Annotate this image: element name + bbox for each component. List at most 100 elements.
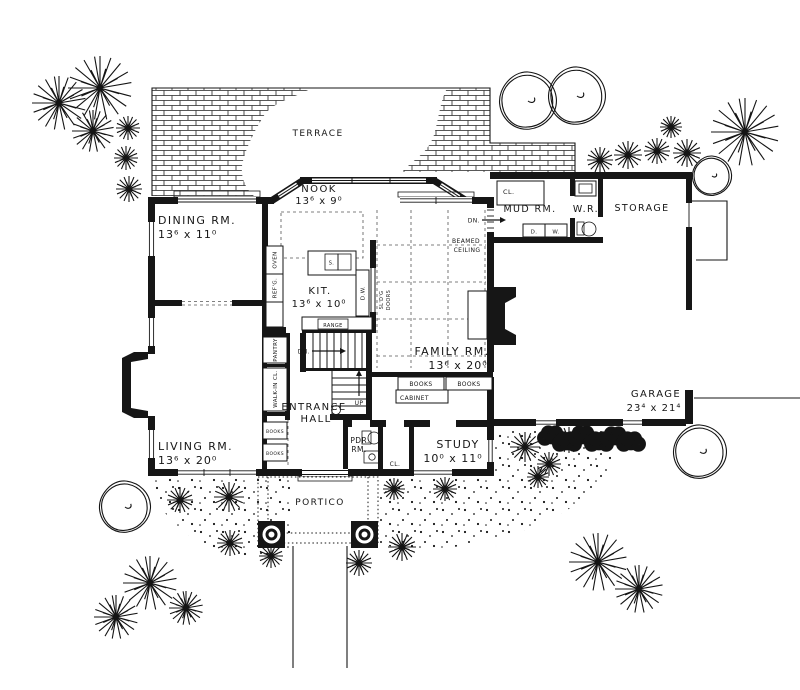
walk-in-closet-label: WALK-IN CL.: [273, 370, 279, 408]
family-fireplace: [487, 287, 516, 345]
cabinet-label: CABINET: [400, 395, 429, 402]
dishwasher: [355, 269, 370, 317]
study-front-window: [414, 469, 452, 476]
powder-room-fixtures: [361, 430, 381, 464]
mudroom-door: [487, 209, 494, 229]
study-size: 10⁰ x 11⁰: [423, 452, 482, 465]
mudroom-down-arrow: [482, 217, 506, 223]
study-label: STUDY: [436, 438, 479, 451]
mudroom-fixtures: [496, 180, 597, 238]
mud-closet: [496, 180, 545, 206]
bush-icon: [660, 116, 682, 138]
bush-icon: [673, 139, 701, 167]
dining-west-window: [147, 222, 156, 256]
windows-doors: [147, 190, 692, 476]
bookcase: [262, 421, 288, 440]
landscaping: [32, 56, 778, 639]
dining-size: 13⁶ x 11⁰: [158, 228, 217, 241]
groundcover-right: [380, 427, 612, 549]
portico-column: [258, 521, 285, 548]
storage-label: STORAGE: [614, 203, 669, 214]
tree-icon: [32, 76, 85, 129]
toilet: [367, 431, 381, 445]
dining-window: [178, 197, 256, 204]
tree-icon: [711, 98, 778, 165]
living-label: LIVING RM.: [158, 440, 233, 453]
walk-in-closet: [262, 367, 288, 412]
dining-label: DINING RM.: [158, 214, 236, 227]
dining-living-opening: [182, 301, 232, 306]
bush-icon: [167, 487, 193, 513]
down-arrow-icon: [340, 348, 346, 354]
books-label: BOOKS: [457, 381, 480, 388]
pdr-label-2: RM.: [351, 445, 366, 454]
family-window: [400, 197, 472, 204]
bookshelf: [445, 376, 493, 391]
pantry-closet: [262, 336, 288, 364]
kitchen-cabinet: [265, 301, 284, 328]
books-label: BOOKS: [409, 381, 432, 388]
range-label: RANGE: [323, 323, 342, 329]
bush-icon: [346, 550, 372, 576]
bush-icon: [644, 138, 670, 164]
tree-icon: [123, 556, 176, 609]
living-size: 13⁶ x 20⁰: [158, 454, 217, 467]
tree-icon: [549, 67, 606, 124]
toilet-tank: [361, 430, 372, 445]
wr-sink: [578, 183, 593, 194]
garage-size: 23⁴ x 21⁴: [627, 403, 682, 414]
nook-size: 13⁶ x 9⁰: [295, 196, 342, 207]
front-door: [302, 469, 348, 476]
beamed-note: BEAMED: [452, 238, 480, 245]
cabinet: [395, 389, 449, 404]
refrigerator-label: REF'G.: [273, 278, 279, 298]
sink: [363, 450, 381, 464]
garage-window: [536, 420, 642, 425]
shrub-icon: [620, 436, 641, 448]
tree-icon: [673, 425, 726, 478]
wr-vanity: [574, 180, 597, 197]
portico-label: PORTICO: [295, 498, 344, 508]
mudroom-down-label: DN.: [468, 218, 480, 225]
family-label: FAMILY RM.: [414, 345, 489, 358]
oven-label: OVEN: [273, 251, 279, 268]
bush-icon: [388, 533, 416, 561]
living-west-window: [147, 318, 156, 346]
tree-icon: [500, 72, 557, 129]
fixtures: [262, 180, 597, 464]
labels: TERRACE NOOK 13⁶ x 9⁰ DINING RM. 13⁶ x 1…: [158, 129, 682, 508]
right-arrow-icon: [500, 217, 506, 223]
bush-icon: [214, 482, 244, 512]
stairs-up-label: UP: [355, 400, 364, 407]
side-stoop-outline: [692, 200, 728, 261]
bush-icon: [383, 478, 405, 500]
nook-label: NOOK: [301, 184, 336, 195]
bush-icon: [116, 116, 140, 140]
wr-label: W.R.: [573, 204, 599, 215]
books-label: BOOKS: [266, 451, 284, 457]
staircase: [312, 333, 366, 415]
terrace-brick-paving: [402, 88, 575, 172]
pantry-label: PANTRY: [273, 338, 279, 362]
kitchen-island: [307, 250, 357, 276]
living-west-window: [147, 430, 156, 458]
bush-icon: [527, 466, 549, 488]
garage-door: [687, 400, 692, 418]
tree-icon: [94, 595, 138, 639]
pdr-label-1: PDR.: [350, 436, 369, 445]
wr-toilet-tank: [576, 221, 585, 236]
family-room-floor-tile: [376, 210, 486, 368]
kitchen-size: 13⁶ x 10⁰: [292, 299, 347, 310]
kitchen-label: KIT.: [308, 286, 331, 297]
tree-icon: [692, 156, 731, 195]
site-work: [151, 87, 800, 668]
bush-icon: [217, 530, 243, 556]
tree-icon: [99, 481, 150, 532]
study-side-window: [487, 440, 494, 462]
tree-icon: [615, 565, 663, 613]
hall-label-2: HALL: [300, 414, 331, 425]
bush-icon: [114, 146, 138, 170]
stairs-down-label: DN.: [298, 349, 310, 356]
